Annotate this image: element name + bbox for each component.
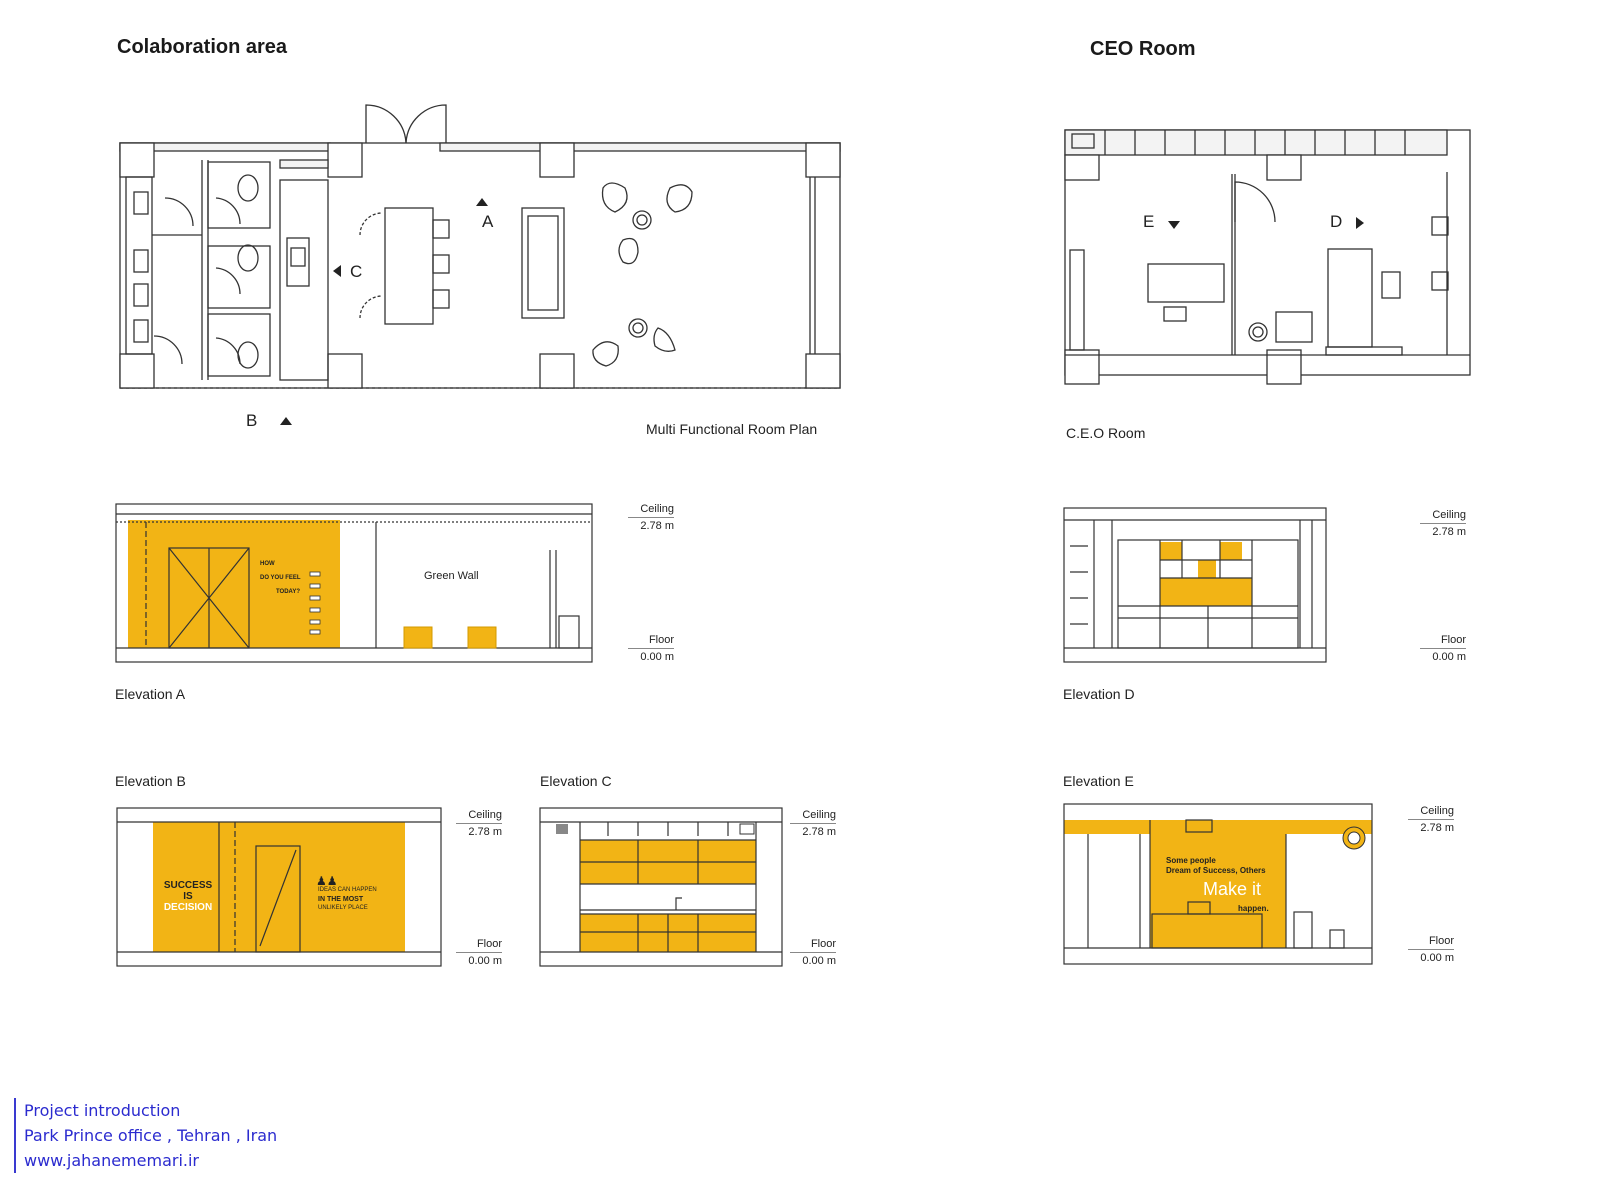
marker-a: A: [482, 212, 494, 231]
ceo-plan-caption: C.E.O Room: [1066, 425, 1146, 441]
green-wall-label: Green Wall: [424, 570, 479, 582]
elevation-e-label: Elevation E: [1063, 773, 1134, 789]
ceiling-level-b: Ceiling 2.78 m: [456, 809, 502, 838]
mood-text: HOW DO YOU FEEL TODAY?: [260, 561, 301, 595]
elevation-d-drawing: [1063, 507, 1327, 663]
happen-text: happen.: [1238, 904, 1269, 913]
elevation-d-label: Elevation D: [1063, 686, 1135, 702]
marker-d: D: [1330, 212, 1343, 231]
arrow-down-icon: [1168, 221, 1180, 229]
ceiling-level-d: Ceiling 2.78 m: [1420, 509, 1466, 538]
footer-website-link[interactable]: www.jahanememari.ir: [24, 1151, 200, 1170]
ceo-title: CEO Room: [1090, 38, 1196, 60]
elevation-a-drawing: [115, 503, 593, 663]
footer-project: Park Prince office , Tehran , Iran: [24, 1126, 278, 1145]
project-footer: Project introduction Park Prince office …: [14, 1098, 277, 1173]
elevation-b-drawing: [116, 807, 442, 967]
elevation-c-drawing: [539, 807, 783, 967]
ceiling-level-c: Ceiling 2.78 m: [790, 809, 836, 838]
footer-intro: Project introduction: [24, 1101, 181, 1120]
floor-level-d: Floor 0.00 m: [1420, 634, 1466, 663]
floor-level-c: Floor 0.00 m: [790, 938, 836, 967]
marker-e: E: [1143, 212, 1155, 231]
make-it-text: Make it: [1203, 879, 1262, 899]
ideas-text: IDEAS CAN HAPPEN IN THE MOST UNLIKELY PL…: [318, 887, 377, 911]
elevation-b-label: Elevation B: [115, 773, 186, 789]
restroom-icon: ♟♟: [316, 874, 338, 888]
elevation-c-label: Elevation C: [540, 773, 612, 789]
collab-floor-plan: [119, 104, 841, 389]
ceiling-level-e: Ceiling 2.78 m: [1408, 805, 1454, 834]
elevation-a-label: Elevation A: [115, 686, 186, 702]
floor-level-a: Floor 0.00 m: [628, 634, 674, 663]
elevation-e-drawing: [1063, 803, 1373, 965]
ceiling-level-a: Ceiling 2.78 m: [628, 503, 674, 532]
arrow-right-icon: [1356, 217, 1364, 229]
success-text: SUCCESS IS DECISION: [163, 880, 213, 913]
marker-b: B: [246, 411, 258, 430]
quote-text: Some people Dream of Success, Others: [1166, 856, 1266, 875]
collab-plan-caption: Multi Functional Room Plan: [646, 421, 818, 437]
arrow-up-icon: [476, 198, 488, 206]
ceo-floor-plan: [1064, 129, 1471, 385]
floor-level-b: Floor 0.00 m: [456, 938, 502, 967]
floor-level-e: Floor 0.00 m: [1408, 935, 1454, 964]
arrow-left-icon: [333, 265, 341, 277]
arrow-up-icon: [280, 417, 292, 425]
marker-c: C: [350, 262, 363, 281]
collab-title: Colaboration area: [117, 36, 288, 58]
